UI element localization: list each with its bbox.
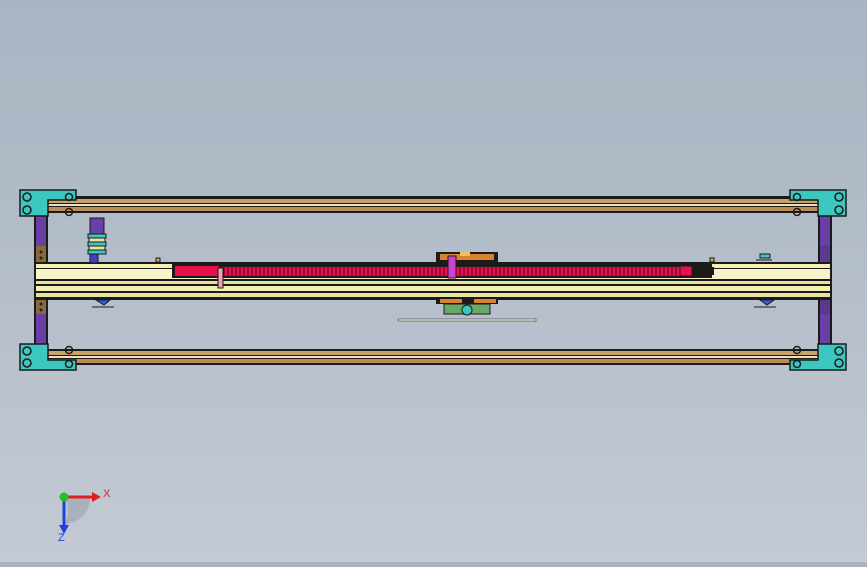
x-axis-label: X <box>103 488 111 500</box>
z-axis-label: Z <box>58 532 65 544</box>
corner-bracket-bottom-right <box>789 343 847 371</box>
bottom-frame-rail <box>34 349 832 365</box>
corner-bracket-top-right <box>789 189 847 217</box>
sliding-carriage <box>436 252 498 279</box>
triad-plane-shadow <box>64 497 91 524</box>
stopper-left <box>155 257 161 263</box>
limit-sensor-right <box>754 299 776 308</box>
drive-motor <box>87 217 107 264</box>
coordinate-triad: X Z <box>58 488 111 544</box>
lower-clamp-assembly <box>397 298 537 322</box>
stopper-mid-right <box>709 257 715 263</box>
y-axis-dot-icon <box>59 492 69 502</box>
top-frame-rail <box>34 196 832 213</box>
corner-bracket-bottom-left <box>19 343 77 371</box>
limit-sensor-left <box>92 299 114 308</box>
corner-bracket-top-left <box>19 189 77 217</box>
stopper-right <box>756 253 772 261</box>
